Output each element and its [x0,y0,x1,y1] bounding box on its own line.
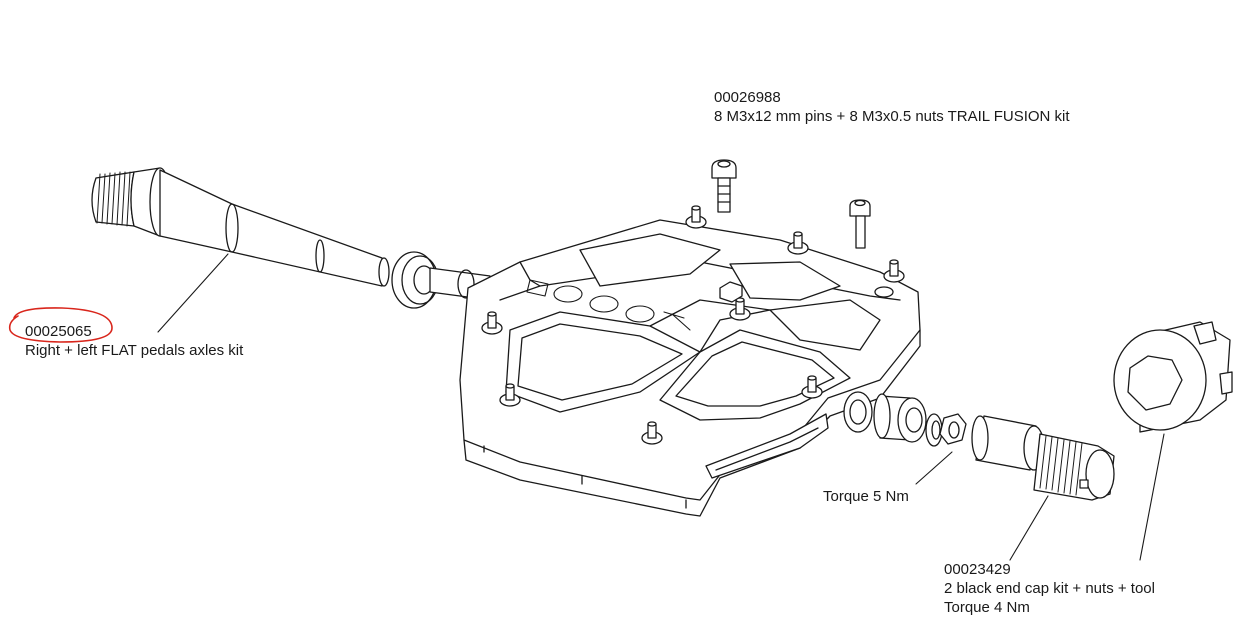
pins-kit-description: 8 M3x12 mm pins + 8 M3x0.5 nuts TRAIL FU… [714,108,1070,125]
endcap-kit-part-number: 00023429 [944,561,1011,578]
axle-torque-label: Torque 5 Nm [823,487,909,506]
loose-pins [711,159,871,249]
highlight-circle [8,307,113,343]
pedal-body [459,219,921,517]
axle-kit-description: Right + left FLAT pedals axles kit [25,342,244,359]
endcap-kit-description: 2 black end cap kit + nuts + tool [944,580,1155,597]
axle [91,167,491,309]
endcap-kit-torque: Torque 4 Nm [944,599,1030,616]
leader-lines [157,253,1165,561]
pins-kit-part-number: 00026988 [714,89,781,106]
axle-kit-label: 00025065 Right + left FLAT pedals axles … [25,322,243,360]
axle-torque-text: Torque 5 Nm [823,488,909,505]
endcap-kit-label: 00023429 2 black end cap kit + nuts + to… [944,560,1155,617]
pins-kit-label: 00026988 8 M3x12 mm pins + 8 M3x0.5 nuts… [714,88,1070,126]
axle-kit-part-number: 00025065 [25,323,92,340]
end-hardware [873,393,1115,501]
end-cap-tool [1113,321,1233,433]
pins [481,205,905,509]
